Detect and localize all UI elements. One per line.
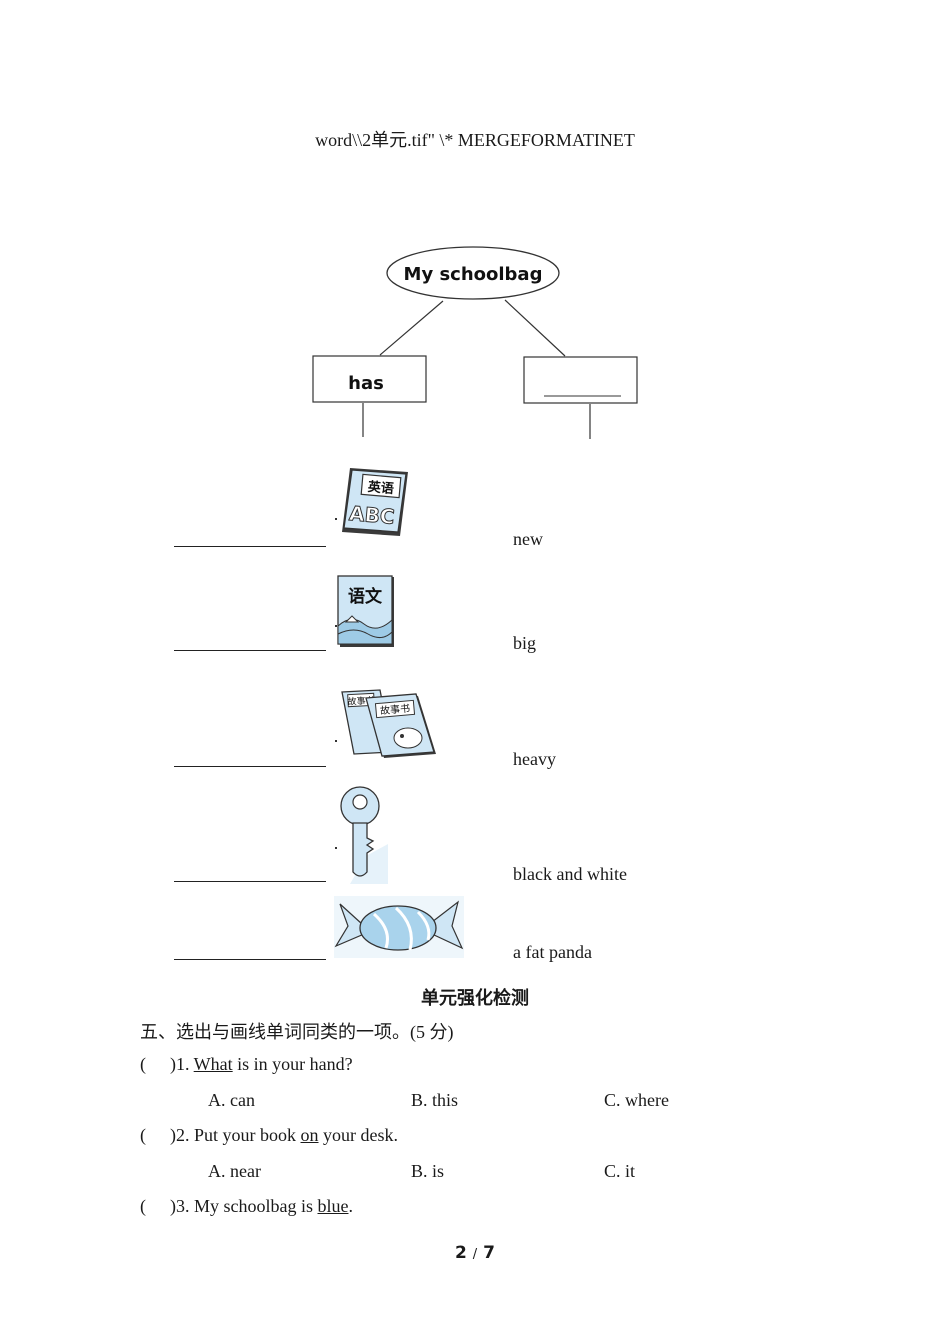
answer-paren[interactable]: (	[140, 1054, 146, 1074]
storybooks-icon: 故事书 故事书	[341, 689, 436, 758]
english-book-title: 英语	[366, 479, 394, 497]
row-word-3: heavy	[513, 749, 556, 769]
question-number: )1.	[170, 1054, 194, 1074]
question-3: ( )3. My schoolbag is blue.	[140, 1196, 353, 1217]
answer-blank-2[interactable]	[174, 650, 326, 651]
question-1: ( )1. What is in your hand?	[140, 1054, 353, 1075]
question-number: )3.	[170, 1196, 194, 1216]
field-code-text: word\\2单元.tif" \* MERGEFORMATINET	[315, 130, 635, 150]
option-c[interactable]: C. it	[604, 1161, 636, 1181]
option-b[interactable]: B. is	[411, 1161, 445, 1181]
row-word-4: black and white	[513, 864, 627, 884]
page-total: 7	[483, 1243, 495, 1263]
anchor-dot	[335, 625, 337, 627]
anchor-dot	[335, 518, 337, 520]
page-separator: /	[472, 1247, 478, 1262]
root-label: My schoolbag	[404, 264, 543, 285]
connector-right	[504, 299, 566, 357]
candy-icon	[334, 896, 464, 958]
question-after: .	[348, 1196, 354, 1216]
has-label: has	[348, 373, 384, 394]
question-before: My schoolbag is	[194, 1196, 318, 1216]
page-number: 2 / 7	[0, 1243, 950, 1263]
underlined-word: What	[193, 1054, 233, 1074]
row-word-2: big	[513, 633, 537, 653]
question-number: )2.	[170, 1125, 194, 1145]
question-after: is in your hand?	[232, 1054, 353, 1074]
anchor-dot	[335, 740, 337, 742]
question-after: your desk.	[318, 1125, 399, 1145]
answer-blank-3[interactable]	[174, 766, 326, 767]
blank-box	[523, 356, 638, 404]
chinese-book-icon: 语文	[337, 575, 394, 647]
storybook-front-title: 故事书	[380, 702, 411, 718]
option-c[interactable]: C. where	[604, 1090, 669, 1110]
section-title: 单元强化检测	[421, 988, 529, 1009]
page-current: 2	[455, 1243, 467, 1263]
row-word-5: a fat panda	[513, 942, 592, 962]
english-book-icon: 英语 ABC	[342, 468, 408, 536]
schoolbag-diagram: My schoolbag has	[312, 246, 638, 439]
underlined-word: on	[300, 1125, 319, 1145]
underlined-word: blue	[317, 1196, 349, 1216]
answer-paren[interactable]: (	[140, 1125, 146, 1145]
english-book-letters: ABC	[348, 501, 395, 529]
answer-blank-5[interactable]	[174, 959, 326, 960]
section-instruction: 五、选出与画线单词同类的一项。(5 分)	[140, 1022, 454, 1042]
option-a[interactable]: A. near	[208, 1161, 261, 1181]
answer-paren[interactable]: (	[140, 1196, 146, 1216]
row-word-1: new	[513, 529, 543, 549]
answer-blank-4[interactable]	[174, 881, 326, 882]
root-ellipse	[386, 246, 560, 300]
answer-blank-1[interactable]	[174, 546, 326, 547]
question-before: Put your book	[194, 1125, 301, 1145]
key-icon	[340, 786, 388, 884]
option-b[interactable]: B. this	[411, 1090, 459, 1110]
has-box	[312, 355, 427, 403]
connector-left	[379, 300, 444, 356]
anchor-dot	[335, 847, 337, 849]
option-a[interactable]: A. can	[208, 1090, 255, 1110]
chinese-book-title: 语文	[348, 586, 383, 607]
question-2: ( )2. Put your book on your desk.	[140, 1125, 398, 1146]
